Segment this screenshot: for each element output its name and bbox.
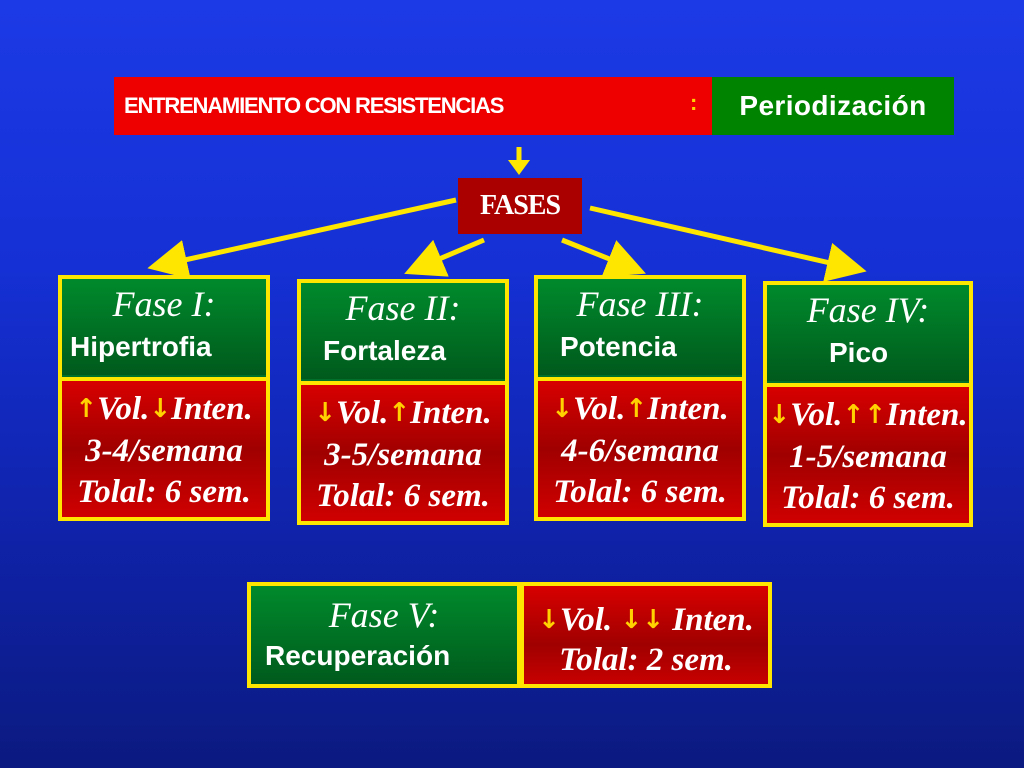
down-arrow-icon: ↓ — [149, 394, 172, 424]
phase-frequency: 1-5/semana — [789, 439, 947, 475]
up-arrow-icon: ↑ — [388, 398, 411, 428]
phase-title: Fase IV: — [806, 290, 930, 330]
phase-subtitle: Hipertrofia — [70, 331, 212, 362]
phase-volume-intensity: ↓Vol.↑Inten. — [301, 393, 505, 435]
header-title-text: ENTRENAMIENTO CON RESISTENCIAS — [124, 93, 504, 118]
phase-card-3-header: Fase III: Potencia — [538, 279, 742, 375]
phase-card-5-header: Fase V: Recuperación — [247, 582, 521, 688]
volume-label: Vol. — [573, 391, 626, 427]
intensity-label: Inten. — [886, 397, 968, 433]
connector-fase-3 — [561, 237, 646, 278]
phase-total: Tolal: 6 sem. — [316, 478, 490, 514]
phase-volume-intensity: ↓Vol. ↓↓ Inten. — [524, 600, 768, 642]
phase-card-1: Fase I: Hipertrofia ↑Vol.↓Inten. 3-4/sem… — [58, 275, 270, 521]
intensity-label: Inten. — [410, 395, 492, 431]
phase-volume-intensity: ↓Vol.↑Inten. — [538, 389, 742, 431]
phase-card-2: Fase II: Fortaleza ↓Vol.↑Inten. 3-5/sema… — [297, 279, 509, 525]
phase-card-2-details: ↓Vol.↑Inten. 3-5/semana Tolal: 6 sem. — [297, 381, 509, 525]
phase-card-4-header: Fase IV: Pico — [767, 285, 969, 381]
connector-fase-1 — [147, 197, 457, 280]
phase-card-5-details: ↓Vol. ↓↓ Inten. Tolal: 2 sem. — [520, 582, 772, 688]
volume-label: Vol. — [559, 602, 613, 638]
phase-frequency: 4-6/semana — [561, 433, 719, 469]
down-arrow-icon: ↓ — [538, 605, 560, 635]
phase-title: Fase II: — [345, 288, 461, 328]
phase-card-3-details: ↓Vol.↑Inten. 4-6/semana Tolal: 6 sem. — [534, 377, 746, 521]
header-title: ENTRENAMIENTO CON RESISTENCIAS — [114, 77, 712, 135]
intensity-label: Inten. — [647, 391, 729, 427]
intensity-label: Inten. — [672, 602, 754, 638]
double-up-arrow-icon: ↑↑ — [842, 400, 887, 430]
down-arrow-icon — [508, 147, 530, 175]
phase-volume-intensity: ↑Vol.↓Inten. — [62, 389, 266, 431]
phase-total: Tolal: 6 sem. — [553, 474, 727, 510]
intensity-label: Inten. — [171, 391, 253, 427]
phase-volume-intensity: ↓Vol.↑↑Inten. — [767, 395, 969, 437]
down-arrow-icon: ↓ — [314, 398, 337, 428]
header-subtitle-text: Periodización — [739, 90, 927, 121]
phase-title: Fase V: — [328, 595, 440, 635]
phase-frequency: 3-5/semana — [324, 437, 482, 473]
phase-total: Tolal: 6 sem. — [781, 480, 955, 516]
up-arrow-icon: ↑ — [625, 394, 648, 424]
phase-card-2-header: Fase II: Fortaleza — [301, 283, 505, 379]
down-arrow-icon: ↓ — [551, 394, 574, 424]
header-subtitle: Periodización — [712, 77, 954, 135]
phase-frequency: 3-4/semana — [85, 433, 243, 469]
fases-label: FASES — [479, 190, 561, 221]
up-arrow-icon: ↑ — [75, 394, 98, 424]
phase-title: Fase III: — [576, 284, 704, 324]
phase-card-1-header: Fase I: Hipertrofia — [62, 279, 266, 375]
connector-fase-2 — [404, 237, 485, 277]
phase-total: Tolal: 6 sem. — [77, 474, 251, 510]
phase-subtitle: Pico — [829, 337, 889, 368]
fases-node: FASES — [458, 178, 582, 234]
phase-total: Tolal: 2 sem. — [559, 642, 733, 678]
phase-subtitle: Fortaleza — [323, 335, 446, 366]
down-arrow-icon: ↓ — [768, 400, 791, 430]
phase-subtitle: Potencia — [560, 331, 677, 362]
volume-label: Vol. — [97, 391, 150, 427]
phase-card-3: Fase III: Potencia ↓Vol.↑Inten. 4-6/sema… — [534, 275, 746, 521]
volume-label: Vol. — [790, 397, 843, 433]
phase-card-1-details: ↑Vol.↓Inten. 3-4/semana Tolal: 6 sem. — [58, 377, 270, 521]
double-down-arrow-icon: ↓↓ — [620, 605, 665, 635]
connector-fase-4 — [589, 205, 867, 282]
phase-card-4: Fase IV: Pico ↓Vol.↑↑Inten. 1-5/semana T… — [763, 281, 973, 527]
volume-label: Vol. — [336, 395, 389, 431]
header-separator: : — [690, 90, 698, 115]
phase-subtitle: Recuperación — [265, 640, 451, 671]
phase-title: Fase I: — [112, 284, 216, 324]
phase-card-4-details: ↓Vol.↑↑Inten. 1-5/semana Tolal: 6 sem. — [763, 383, 973, 527]
